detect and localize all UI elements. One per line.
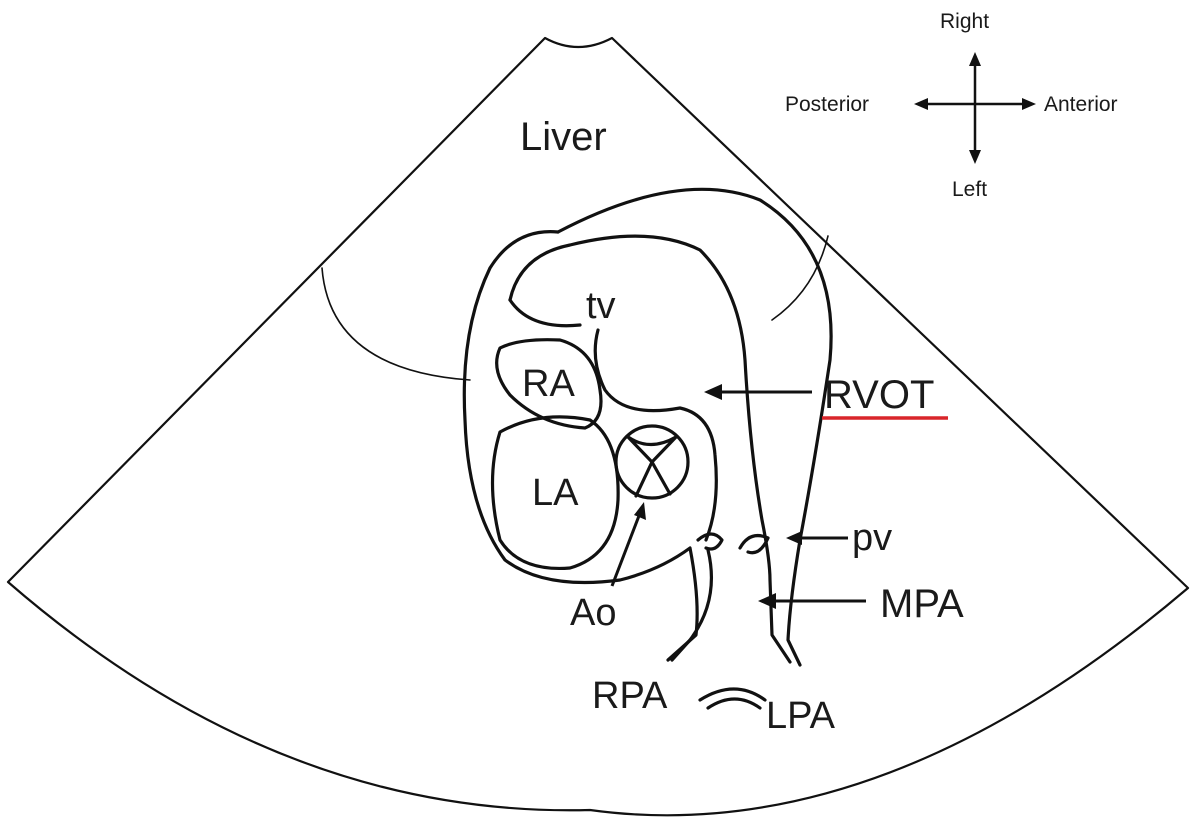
orientation-right-label: Right bbox=[940, 10, 989, 33]
orientation-compass bbox=[914, 52, 1036, 164]
label-la: LA bbox=[532, 472, 579, 514]
rv-inner-wall bbox=[510, 236, 790, 662]
rvot-pointer-arrow bbox=[704, 384, 812, 400]
aortic-valve bbox=[616, 426, 688, 498]
orientation-left-label: Left bbox=[952, 178, 987, 201]
mpa-pointer-arrow bbox=[758, 593, 866, 609]
label-rvot: RVOT bbox=[824, 373, 934, 417]
orientation-posterior-label: Posterior bbox=[785, 93, 869, 116]
liver-boundary-right bbox=[772, 236, 828, 320]
pulmonary-valve-right bbox=[740, 536, 768, 553]
liver-boundary-left bbox=[322, 268, 470, 380]
label-lpa: LPA bbox=[766, 695, 836, 737]
pulmonary-valve-left bbox=[698, 534, 722, 549]
label-tv: tv bbox=[586, 285, 616, 327]
label-liver: Liver bbox=[520, 115, 607, 159]
label-ra: RA bbox=[522, 363, 575, 405]
orientation-anterior-label: Anterior bbox=[1044, 93, 1118, 116]
tricuspid-leaflet-anterior bbox=[510, 300, 580, 326]
label-rpa: RPA bbox=[592, 675, 668, 717]
pulmonary-branch-arc bbox=[700, 689, 765, 708]
pv-pointer-arrow bbox=[786, 531, 848, 545]
tricuspid-leaflet-septal bbox=[595, 330, 716, 540]
label-pv: pv bbox=[852, 517, 892, 559]
label-mpa: MPA bbox=[880, 582, 964, 626]
label-ao: Ao bbox=[570, 592, 616, 634]
